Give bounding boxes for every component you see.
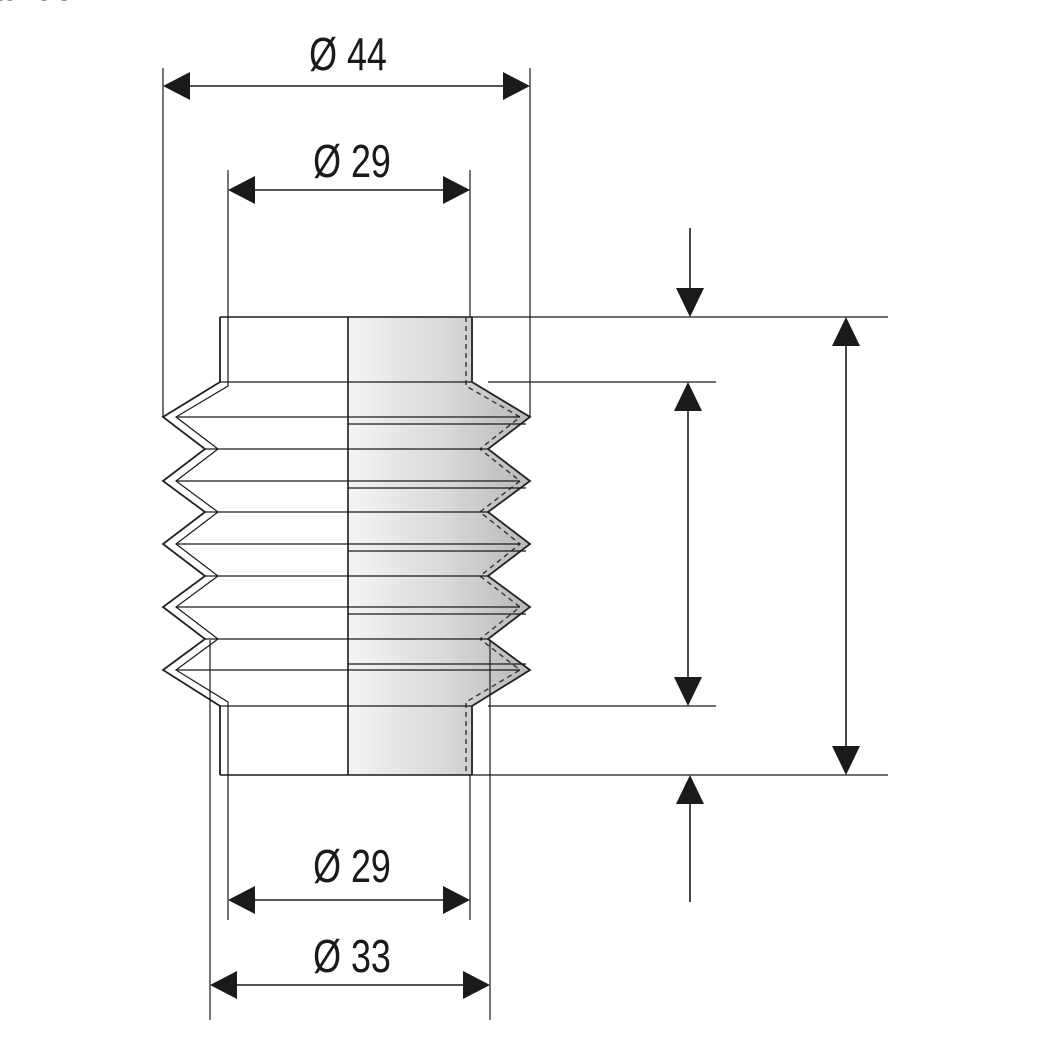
label-bottom-outer-diameter: Ø 33	[313, 931, 391, 982]
dimension-bottom-cuff-length: 8	[0, 0, 704, 902]
dimension-overall-length: 55	[0, 0, 860, 775]
label-top-cuff-length: 8	[0, 0, 10, 10]
bellows-left-profile	[161, 317, 221, 775]
dimension-stroke-length: Lmin= 10 Lmax=55	[0, 0, 702, 706]
label-bottom-inner-diameter: Ø 29	[313, 841, 391, 892]
label-min-length: Lmin= 10	[0, 0, 74, 10]
label-overall-length: 55	[0, 0, 20, 10]
label-top-outer-diameter: Ø 44	[309, 29, 387, 80]
dimension-top-cuff-length: 8	[0, 0, 704, 317]
dimension-top-inner-diameter: Ø 29	[228, 136, 470, 204]
label-top-inner-diameter: Ø 29	[313, 136, 391, 187]
bellows-body	[161, 316, 532, 776]
label-bottom-cuff-length: 8	[0, 0, 10, 10]
extension-lines	[162, 68, 888, 1020]
bellows-fold-lines	[176, 381, 526, 707]
label-max-length: Lmax=55	[0, 0, 74, 10]
dimension-bottom-inner-diameter: Ø 29	[228, 841, 470, 914]
dimension-top-outer-diameter: Ø 44	[163, 29, 530, 100]
dimension-bottom-outer-diameter: Ø 33	[210, 931, 490, 999]
